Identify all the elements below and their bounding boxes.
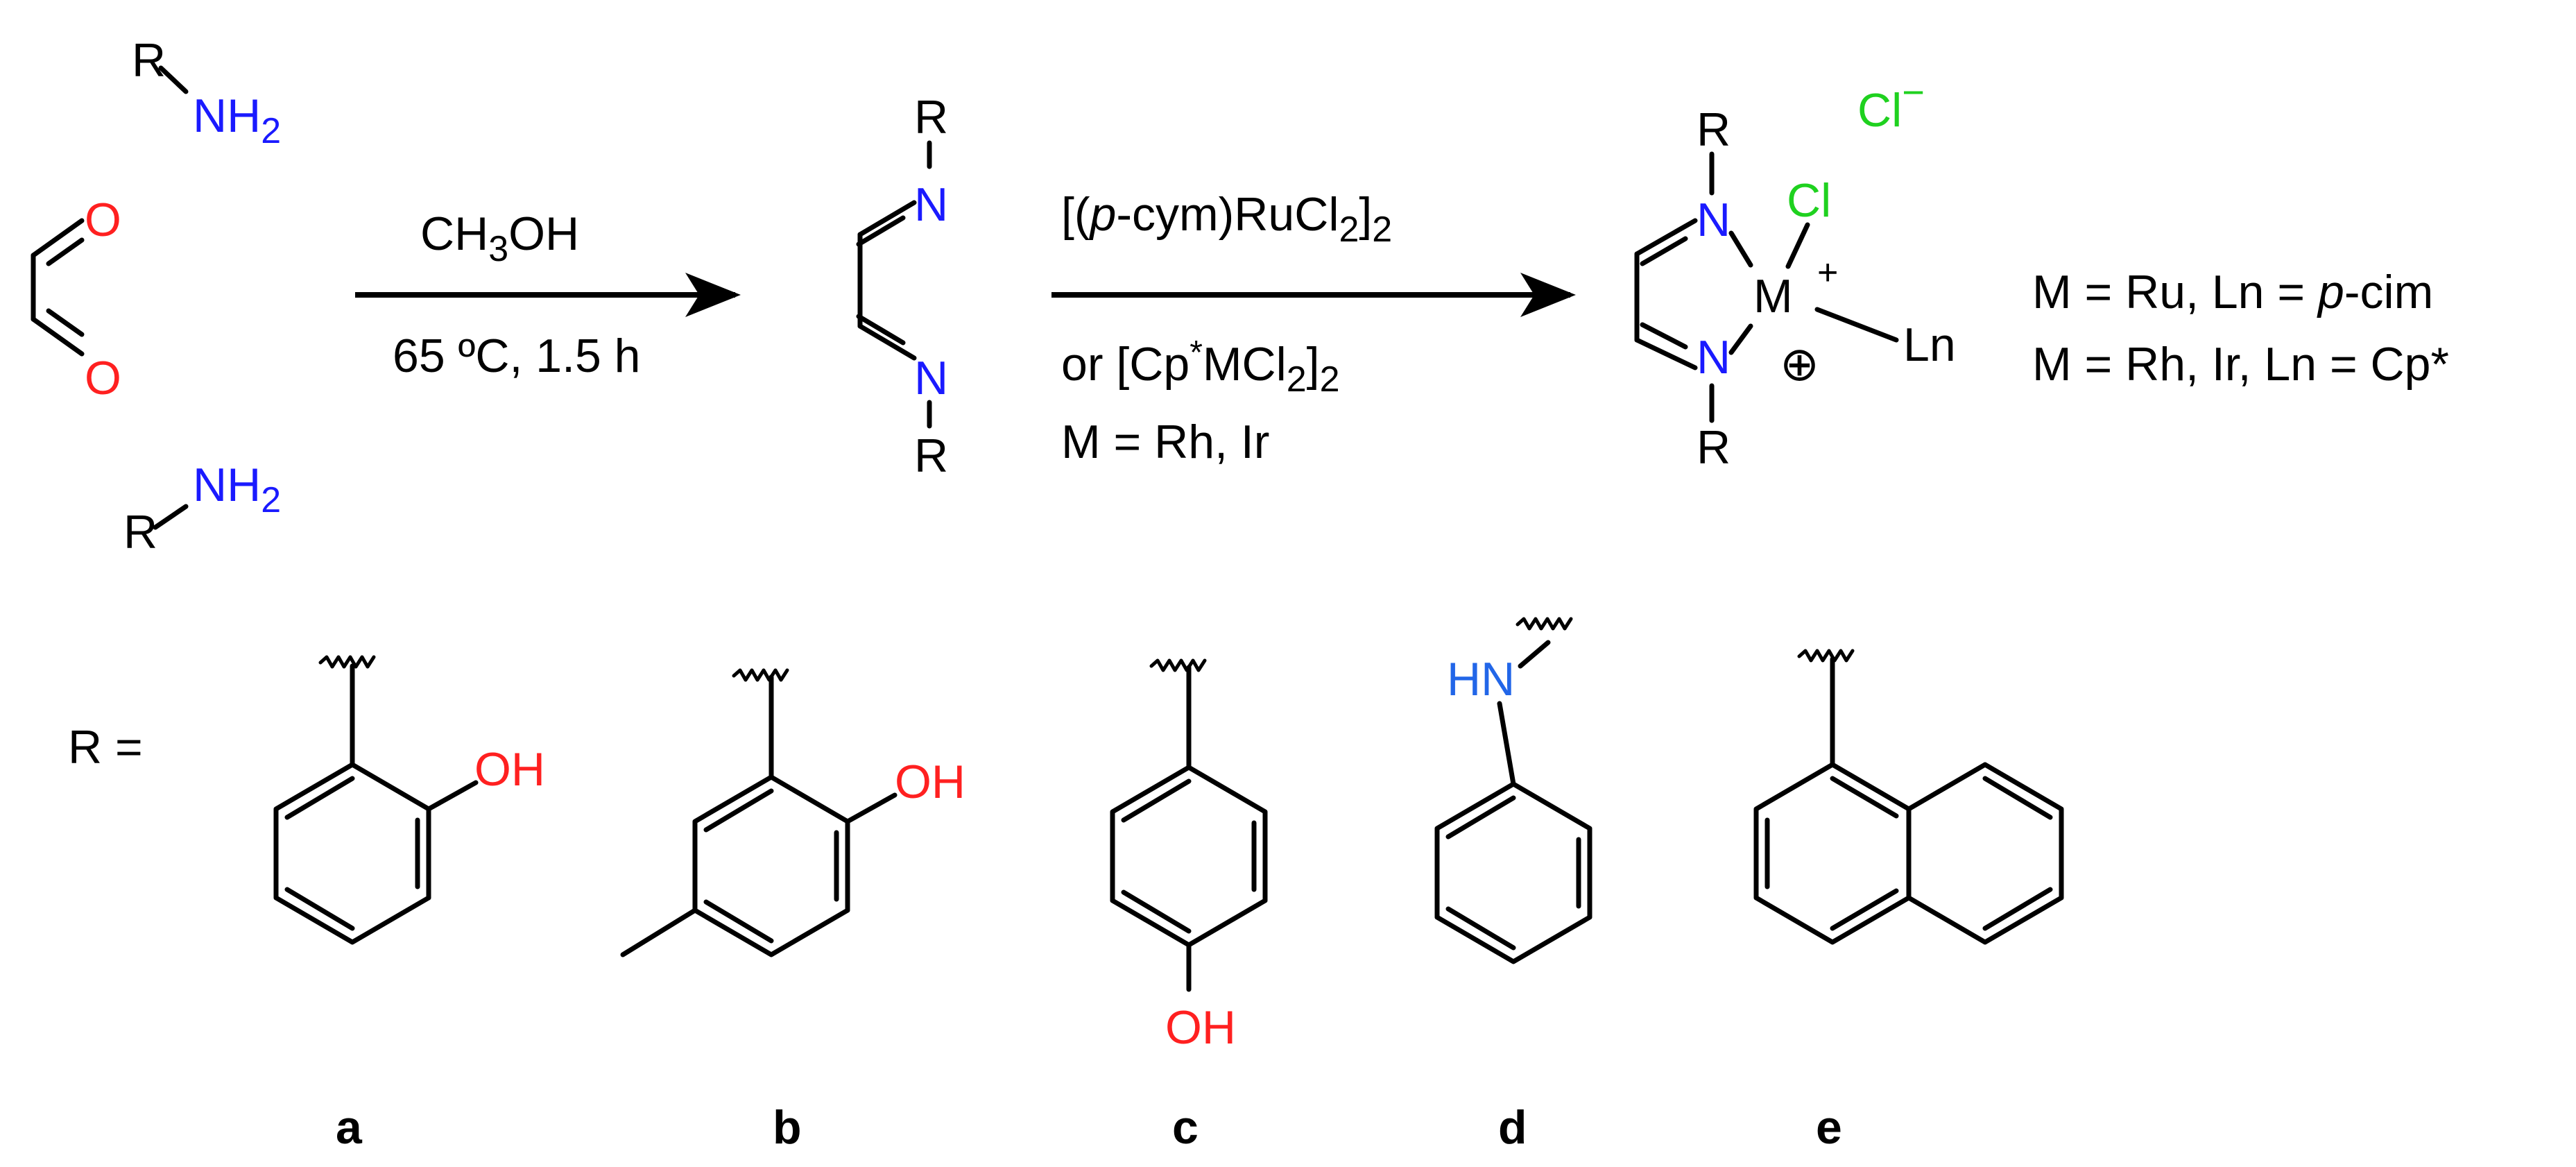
atom-oh: OH (1165, 1001, 1236, 1054)
charge-circle-plus: ⊕ (1780, 338, 1819, 391)
atom-n: N (914, 178, 948, 231)
legend-line-2: M = Rh, Ir, Ln = Cp* (2032, 338, 2449, 391)
atom-o: O (85, 194, 121, 246)
reaction-conditions: 65 ºC, 1.5 h (393, 330, 641, 382)
substituent-e: e (1753, 649, 2064, 1154)
atom-r: R (1697, 421, 1731, 474)
amine-top: R NH2 (132, 34, 281, 151)
reagent-ruthenium: [(p-cym)RuCl2]2 (1061, 188, 1392, 250)
label-c: c (1172, 1101, 1199, 1154)
reaction-arrow-1: CH3OH 65 ºC, 1.5 h (355, 207, 741, 382)
substituent-a: OH a (273, 655, 545, 1154)
substituent-d: HN d (1434, 617, 1592, 1154)
atom-hn: HN (1447, 653, 1515, 706)
amine-bottom: R NH2 (123, 459, 281, 559)
reagent-cp-star: or [Cp*MCl2]2 (1061, 334, 1339, 400)
substituent-b: OH b (620, 668, 965, 1154)
atom-cl: Cl (1787, 174, 1831, 227)
label-b: b (773, 1101, 802, 1154)
legend-line-1: M = Ru, Ln = p-cim (2032, 266, 2433, 318)
r-equals-label: R = (68, 721, 143, 774)
atom-r: R (132, 34, 166, 87)
atom-oh: OH (474, 743, 545, 796)
chloride-counterion: Cl− (1857, 70, 1925, 137)
diimine: R N N R (856, 91, 948, 482)
atom-n: NH2 (193, 90, 281, 151)
reagent-methanol: CH3OH (420, 207, 579, 269)
substituent-c: OH c (1110, 658, 1268, 1154)
atom-oh: OH (895, 756, 965, 808)
atom-r: R (914, 429, 948, 482)
atom-r: R (914, 91, 948, 144)
glyoxal: O O (31, 194, 121, 404)
label-a: a (336, 1101, 363, 1154)
atom-metal: M (1753, 270, 1793, 323)
atom-r: R (123, 506, 157, 559)
atom-n: N (1697, 331, 1731, 384)
ligand-ln: Ln (1903, 318, 1956, 371)
label-e: e (1816, 1101, 1842, 1154)
charge-plus: + (1817, 253, 1838, 293)
atom-n: N (914, 352, 948, 404)
metal-legend: M = Ru, Ln = p-cim M = Rh, Ir, Ln = Cp* (2032, 266, 2449, 391)
label-d: d (1498, 1101, 1527, 1154)
atom-n: NH2 (193, 459, 281, 520)
metal-complex: Cl− R N N R M + Cl Ln ⊕ (1634, 70, 1956, 474)
atom-o: O (85, 352, 121, 404)
reagent-metals: M = Rh, Ir (1061, 416, 1269, 468)
atom-n: N (1697, 194, 1731, 246)
atom-r: R (1697, 103, 1731, 156)
reaction-arrow-2: [(p-cym)RuCl2]2 or [Cp*MCl2]2 M = Rh, Ir (1051, 188, 1576, 468)
